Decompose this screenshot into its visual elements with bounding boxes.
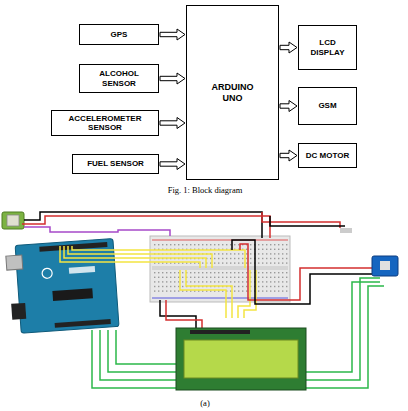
block-label: DC MOTOR bbox=[306, 151, 349, 160]
block-box: GPS bbox=[79, 24, 159, 45]
figure-caption: Fig. 1: Block diagram bbox=[168, 185, 243, 195]
arduino-board bbox=[5, 239, 119, 334]
hollow-arrow bbox=[280, 42, 297, 53]
hollow-arrow bbox=[280, 101, 297, 112]
block-label: ARDUINO UNO bbox=[203, 82, 263, 103]
block-label: ACCELEROMETER SENSOR bbox=[55, 114, 155, 132]
breadboard bbox=[150, 236, 290, 302]
block-label: GSM bbox=[318, 101, 336, 110]
jumper-wires bbox=[22, 212, 384, 388]
block-box: LCD DISPLAY bbox=[298, 25, 357, 70]
block-label: GPS bbox=[111, 30, 128, 39]
hollow-arrow bbox=[280, 150, 297, 161]
hollow-arrow bbox=[160, 29, 185, 40]
block-box: ACCELEROMETER SENSOR bbox=[51, 110, 159, 136]
block-label: ALCOHOL SENSOR bbox=[83, 69, 155, 87]
block-box: ALCOHOL SENSOR bbox=[79, 64, 159, 93]
block-label: FUEL SENSOR bbox=[87, 159, 144, 168]
gps-module bbox=[2, 212, 24, 229]
lcd-module bbox=[176, 328, 306, 390]
controller-box: ARDUINO UNO bbox=[186, 5, 279, 180]
block-box: FUEL SENSOR bbox=[72, 154, 159, 174]
subfigure-label: (a) bbox=[200, 398, 209, 408]
hollow-arrow bbox=[160, 159, 185, 170]
block-label: LCD DISPLAY bbox=[302, 38, 353, 56]
hollow-arrow bbox=[160, 118, 185, 129]
block-box: DC MOTOR bbox=[298, 143, 357, 168]
sensor-module bbox=[340, 228, 398, 276]
block-box: GSM bbox=[298, 87, 357, 125]
hollow-arrow bbox=[160, 73, 185, 84]
